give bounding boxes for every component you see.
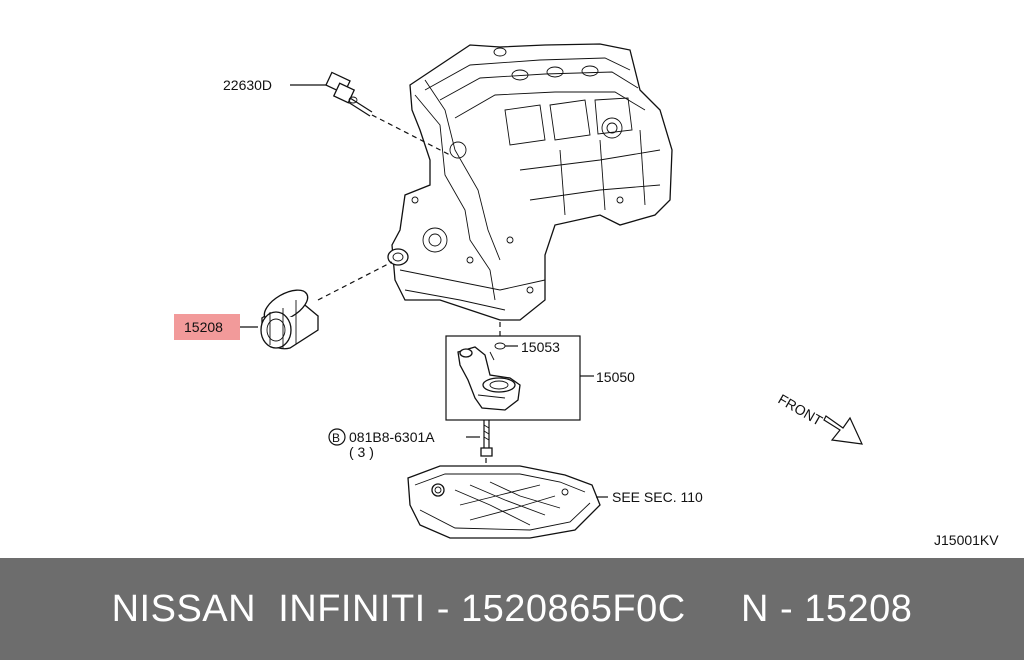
footer-bar: NISSAN INFINITI - 1520865F0C N - 15208: [0, 558, 1024, 660]
callout-sensor[interactable]: 22630D: [223, 77, 272, 93]
callout-bolt[interactable]: 081B8-6301A: [349, 429, 435, 445]
engine-block-drawing: [387, 43, 673, 321]
parts-diagram: 22630D 15208 15053 15050 B 081B8-6301A (…: [174, 43, 999, 548]
front-label: FRONT: [776, 391, 826, 429]
oil-filter-drawing: [260, 289, 320, 350]
bolt-symbol-circle: [328, 428, 346, 446]
strainer-box: [445, 335, 581, 421]
bolt-drawing: [480, 420, 493, 457]
gasket-drawing: [494, 342, 506, 350]
strainer-drawing: [457, 346, 521, 411]
callout-bolt-qty: ( 3 ): [349, 444, 374, 460]
callout-gasket[interactable]: 15053: [521, 339, 560, 355]
footer-part-info: NISSAN INFINITI - 1520865F0C N - 15208: [111, 587, 913, 630]
oil-pan-drawing: [407, 465, 601, 539]
callout-strainer[interactable]: 15050: [596, 369, 635, 385]
diagram-code: J15001KV: [934, 532, 999, 548]
callout-oil-pan[interactable]: SEE SEC. 110: [612, 489, 703, 505]
bolt-symbol: B: [332, 431, 340, 445]
callout-oil-filter[interactable]: 15208: [184, 319, 223, 335]
sensor-drawing: [325, 71, 373, 117]
front-arrow-icon: [823, 415, 864, 445]
highlight-box: [174, 314, 240, 340]
